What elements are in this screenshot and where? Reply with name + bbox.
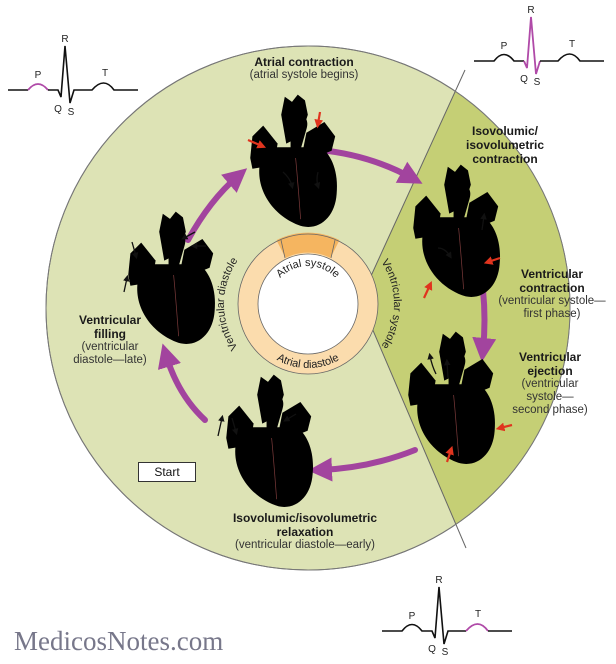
phase-title-line: Ventricular — [520, 267, 584, 281]
arrow-relaxation-to-filling — [157, 343, 208, 423]
ecg-label-r: R — [435, 575, 442, 586]
sector-boundary-bottom — [359, 299, 467, 549]
label-isovolumic-relaxation: Isovolumic/isovolumetric relaxation (ven… — [195, 511, 415, 552]
phase-subtitle: (atrial systole begins) — [249, 69, 359, 81]
ecg-label-s: S — [534, 77, 541, 88]
ecg-top-left: P R Q S T — [8, 34, 138, 118]
ecg-label-q: Q — [54, 104, 62, 115]
atrial-systole-segment — [276, 232, 340, 259]
phase-title-line: contraction — [519, 281, 585, 295]
ecg-label-q: Q — [428, 644, 436, 655]
red-contraction-arrows — [247, 111, 513, 463]
phase-title-line: Ventricular — [518, 350, 582, 364]
phase-subtitle-line: second phase) — [512, 404, 588, 416]
ecg-label-p: P — [409, 611, 416, 622]
label-ventricular-ejection: Ventricular ejection (ventricular systol… — [500, 350, 600, 417]
sector-boundary-top — [359, 69, 466, 301]
arrow-ejection-to-relaxation — [308, 447, 418, 482]
ecg-label-p: P — [501, 41, 508, 52]
ecg-bottom: P R Q S T — [382, 575, 512, 658]
ecg-label-r: R — [527, 5, 534, 16]
ecg-top-right: P R Q S T — [474, 5, 604, 88]
phase-subtitle-line: diastole—late) — [73, 354, 147, 366]
arrow-filling-to-atrial — [185, 168, 248, 243]
arrow-contraction-to-ejection — [472, 287, 497, 362]
ring-label-atrial-diastole: Atrial diastole — [275, 352, 341, 371]
phase-title-line: ejection — [527, 364, 573, 378]
label-atrial-contraction: Atrial contraction (atrial systole begin… — [214, 55, 394, 82]
phase-subtitle-line: systole— — [526, 391, 574, 403]
ecg-highlight-p-wave — [27, 83, 49, 91]
ecg-highlight-qrs — [523, 16, 541, 75]
ecg-label-r: R — [61, 34, 68, 45]
label-isovolumic-contraction: Isovolumic/ isovolumetric contraction — [450, 124, 560, 166]
blood-flow-arrows — [123, 171, 487, 437]
phase-subtitle-line: (ventricular — [81, 341, 139, 353]
phase-title-line: Ventricular — [78, 313, 142, 327]
phase-subtitle-line: first phase) — [523, 308, 581, 320]
phase-title-line: Isovolumic/isovolumetric — [232, 511, 378, 525]
phase-subtitle-line: (ventricular — [521, 378, 579, 390]
watermark: MedicosNotes.com — [14, 626, 224, 656]
phase-subtitle: (ventricular diastole—early) — [235, 539, 375, 551]
ecg-highlight-t-wave — [465, 623, 489, 632]
ecg-label-q: Q — [520, 74, 528, 85]
ecg-label-t: T — [102, 68, 108, 79]
phase-title-line: filling — [94, 327, 126, 341]
phase-title-line: relaxation — [276, 525, 334, 539]
ring-center — [257, 253, 359, 355]
label-ventricular-filling: Ventricular filling (ventricular diastol… — [60, 313, 160, 367]
ecg-label-s: S — [68, 107, 75, 118]
ecg-label-s: S — [442, 647, 449, 658]
phase-title-line: Isovolumic/ — [471, 124, 539, 138]
ecg-label-t: T — [569, 39, 575, 50]
phase-title-line: contraction — [472, 152, 538, 166]
phase-title: Atrial contraction — [254, 55, 354, 69]
start-button[interactable]: Start — [138, 462, 196, 482]
label-ventricular-contraction: Ventricular contraction (ventricular sys… — [488, 267, 616, 321]
ecg-label-t: T — [475, 609, 481, 620]
phase-title-line: isovolumetric — [465, 138, 545, 152]
phase-subtitle-line: (ventricular systole— — [498, 295, 606, 307]
ecg-label-p: P — [35, 70, 42, 81]
